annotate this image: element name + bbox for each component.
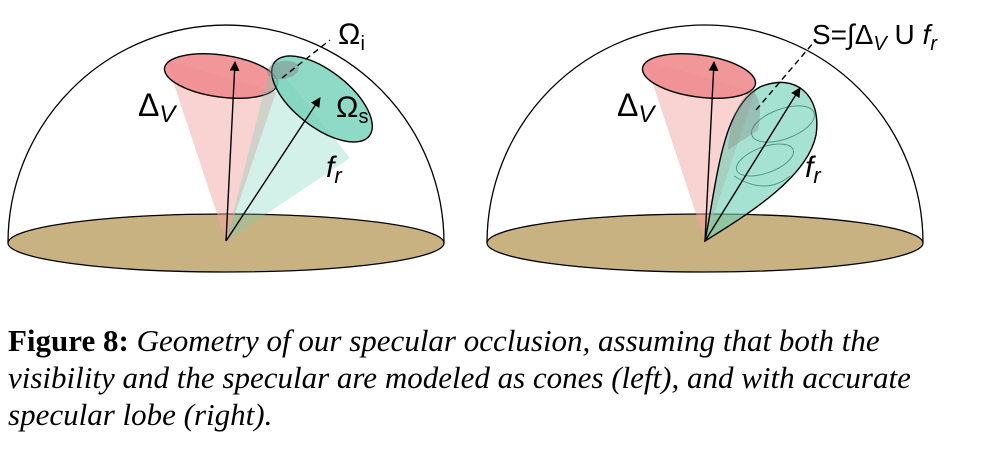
- left-panel: ΔV Ωi Ωs fr: [7, 18, 445, 273]
- figure-illustration: ΔV Ωi Ωs fr ΔV S=∫ΔV U fr fr: [7, 18, 938, 273]
- integral-leader-line: [755, 41, 815, 111]
- specular-lobe-overlap-right: [728, 90, 760, 150]
- visibility-label-right: ΔV: [617, 87, 656, 128]
- specular-lobe-contour-2: [735, 143, 795, 177]
- intersection-region-left: [267, 60, 299, 80]
- visibility-cone-right: [645, 60, 755, 241]
- brdf-label-right: fr: [805, 151, 822, 188]
- hemisphere-outline-right: [486, 24, 924, 244]
- figure-caption: Figure 8: Geometry of our specular occlu…: [8, 322, 978, 433]
- intersection-leader-line: [281, 39, 331, 79]
- specular-direction-arrow-left: [225, 97, 321, 242]
- specular-cone-left: [226, 60, 350, 241]
- specular-label-left: Ωs: [336, 91, 368, 128]
- specular-lobe-contour-3: [733, 175, 791, 187]
- brdf-label-left: fr: [326, 151, 343, 188]
- visibility-direction-arrow-left: [225, 61, 240, 242]
- visibility-direction-arrow-right: [704, 61, 719, 242]
- specular-direction-arrow-right: [704, 87, 801, 242]
- visibility-label-left: ΔV: [138, 87, 177, 128]
- right-panel: ΔV S=∫ΔV U fr fr: [486, 19, 938, 273]
- caption-text: Geometry of our specular occlusion, assu…: [8, 323, 911, 432]
- hemisphere-outline-left: [7, 24, 445, 244]
- caption-label: Figure 8:: [8, 323, 129, 358]
- specular-lobe-contour-1: [751, 105, 815, 143]
- visibility-cone-left: [166, 60, 276, 241]
- intersection-label: Ωi: [338, 18, 365, 55]
- integral-formula-label: S=∫ΔV U fr: [812, 19, 938, 55]
- visibility-cone-cap-right: [641, 53, 757, 99]
